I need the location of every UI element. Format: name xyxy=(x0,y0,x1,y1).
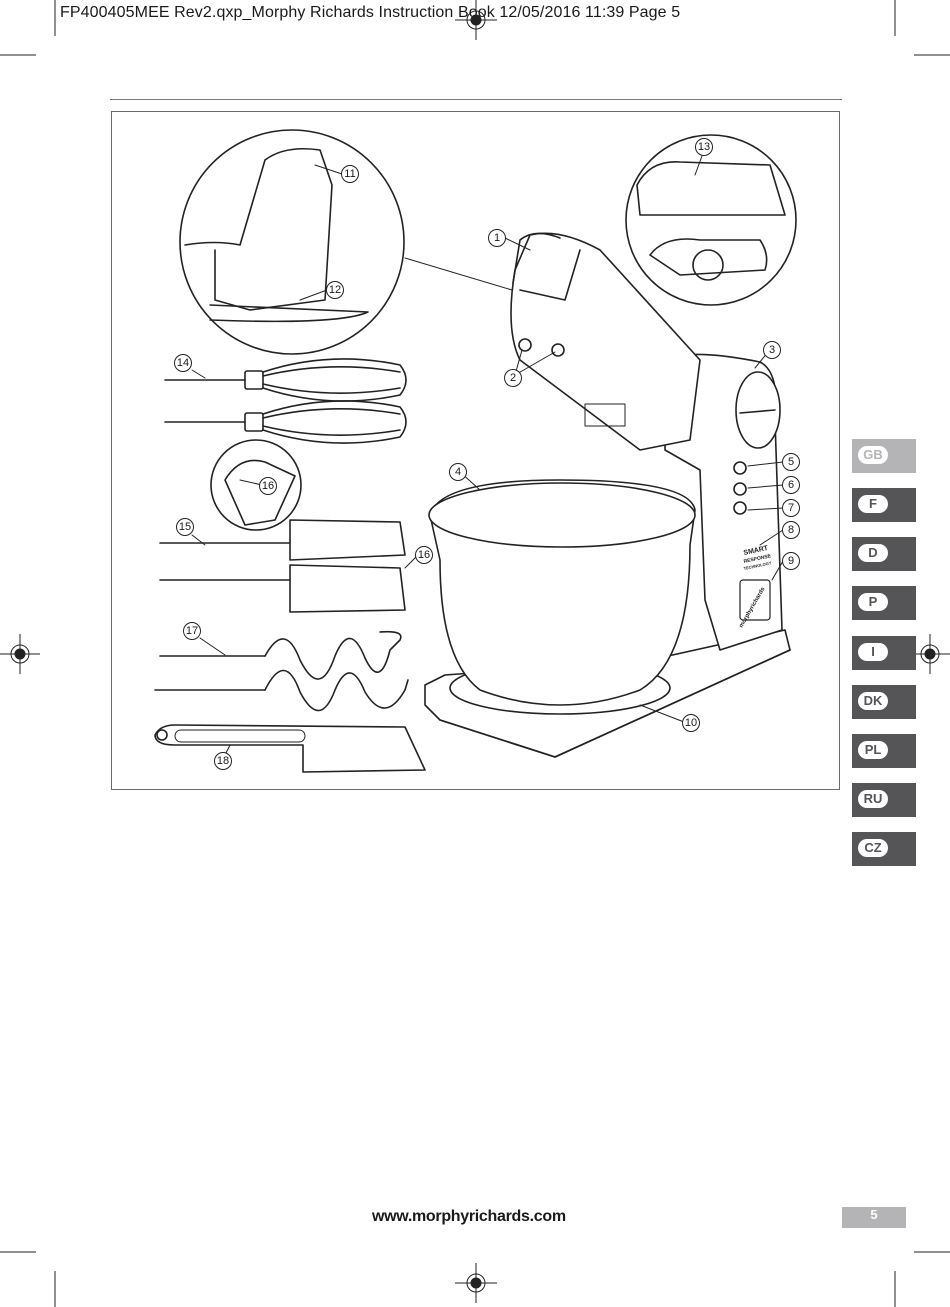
registration-mark-icon xyxy=(910,634,950,674)
language-tab-d[interactable]: D xyxy=(852,537,916,571)
language-code: D xyxy=(858,544,888,562)
smart-badge-line3: TECHNOLOGY xyxy=(743,560,772,571)
callout-15: 15 xyxy=(176,518,194,536)
registration-mark-icon xyxy=(0,634,40,674)
callout-2: 2 xyxy=(504,369,522,387)
registration-mark-icon xyxy=(455,1263,497,1303)
language-tab-ru[interactable]: RU xyxy=(852,783,916,817)
language-code: P xyxy=(858,593,888,611)
language-code: F xyxy=(858,495,888,513)
callout-13: 13 xyxy=(695,138,713,156)
language-code: CZ xyxy=(858,839,888,857)
flat-beaters xyxy=(159,519,406,613)
callout-14: 14 xyxy=(174,354,192,372)
speed-dial xyxy=(735,371,781,449)
language-tab-p[interactable]: P xyxy=(852,586,916,620)
registration-mark-icon xyxy=(455,0,497,40)
dough-hooks xyxy=(154,630,409,712)
language-tab-i[interactable]: I xyxy=(852,636,916,670)
language-tab-gb[interactable]: GB xyxy=(852,439,916,473)
callout-16b: 16 xyxy=(415,546,433,564)
detail-circle-flex-edge xyxy=(210,439,302,531)
callout-1: 1 xyxy=(488,229,506,247)
language-code: GB xyxy=(858,446,888,464)
website-url[interactable]: www.morphyrichards.com xyxy=(372,1208,566,1225)
callout-5: 5 xyxy=(782,453,800,471)
language-code: I xyxy=(858,643,888,661)
print-slug: FP400405MEE Rev2.qxp_Morphy Richards Ins… xyxy=(60,4,681,21)
callout-17: 17 xyxy=(183,622,201,640)
callout-3: 3 xyxy=(763,341,781,359)
language-tab-pl[interactable]: PL xyxy=(852,734,916,768)
callout-6: 6 xyxy=(782,476,800,494)
language-tab-f[interactable]: F xyxy=(852,488,916,522)
balloon-whisks xyxy=(164,358,407,444)
callout-18: 18 xyxy=(214,752,232,770)
callout-12: 12 xyxy=(326,281,344,299)
mixer-head xyxy=(510,232,701,451)
callout-4: 4 xyxy=(449,463,467,481)
callout-9: 9 xyxy=(782,552,800,570)
language-tab-dk[interactable]: DK xyxy=(852,685,916,719)
callout-16a: 16 xyxy=(259,477,277,495)
callout-11: 11 xyxy=(341,165,359,183)
header-rule xyxy=(110,99,842,100)
language-code: RU xyxy=(858,790,888,808)
language-tab-cz[interactable]: CZ xyxy=(852,832,916,866)
spatula xyxy=(154,724,426,773)
language-code: PL xyxy=(858,741,888,759)
page-number: 5 xyxy=(842,1207,906,1228)
callout-8: 8 xyxy=(782,521,800,539)
detail-circle-cover xyxy=(625,134,797,306)
language-code: DK xyxy=(858,692,888,710)
smart-badge-line2: RESPONSE xyxy=(743,553,772,565)
callout-10: 10 xyxy=(682,714,700,732)
detail-circle-head-lock xyxy=(179,129,405,355)
callout-7: 7 xyxy=(782,499,800,517)
diagram-frame xyxy=(111,111,840,790)
